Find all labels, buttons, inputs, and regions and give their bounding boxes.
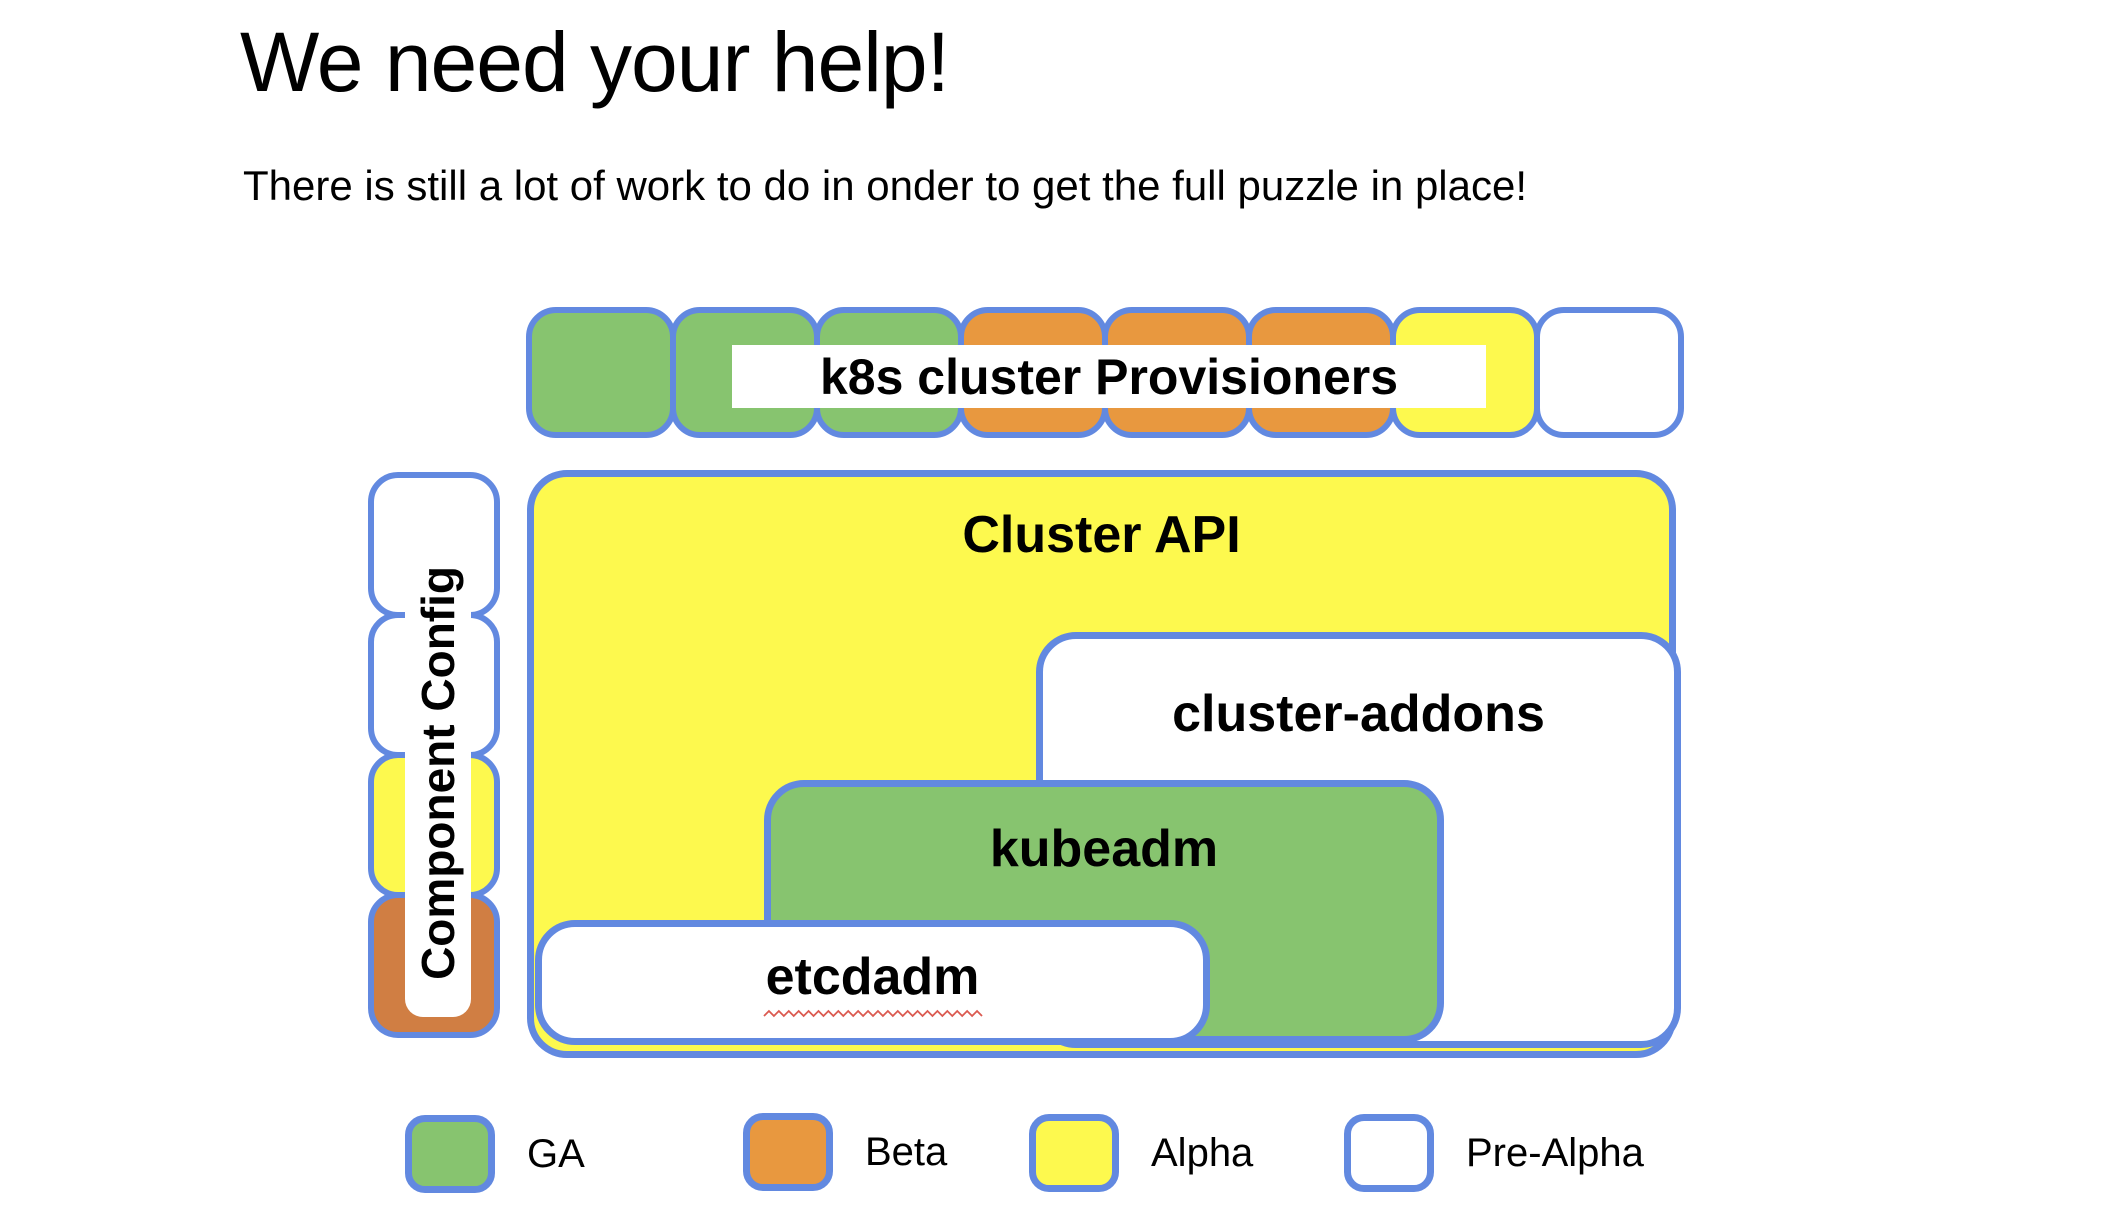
ga-swatch xyxy=(405,1115,495,1193)
component-config-label-box: Component Config xyxy=(405,528,471,1017)
slide-title: We need your help! xyxy=(240,15,950,109)
spellcheck-squiggle xyxy=(762,1009,983,1018)
pre-alpha-swatch xyxy=(1344,1114,1434,1192)
legend-item-beta: Beta xyxy=(743,1113,947,1191)
alpha-swatch xyxy=(1029,1114,1119,1192)
legend-item-pre-alpha: Pre-Alpha xyxy=(1344,1114,1644,1192)
puzzle-piece-ga xyxy=(526,307,676,438)
puzzle-piece-pre_alpha xyxy=(1534,307,1684,438)
provisioners-label: k8s cluster Provisioners xyxy=(819,348,1399,405)
pre-alpha-label: Pre-Alpha xyxy=(1466,1130,1644,1175)
slide-subtitle: There is still a lot of work to do in on… xyxy=(243,162,1528,209)
cluster-addons-label: cluster-addons xyxy=(1172,685,1545,743)
alpha-label: Alpha xyxy=(1151,1130,1254,1175)
ga-label: GA xyxy=(527,1131,585,1176)
legend-item-alpha: Alpha xyxy=(1029,1114,1253,1192)
etcdadm-label: etcdadm xyxy=(765,948,980,1006)
provisioners-label-band: k8s cluster Provisioners xyxy=(732,345,1486,408)
legend-item-ga: GA xyxy=(405,1115,585,1193)
beta-swatch xyxy=(743,1113,833,1191)
cluster-api-label: Cluster API xyxy=(962,506,1241,564)
kubeadm-label: kubeadm xyxy=(989,820,1219,878)
component-config-label: Component Config xyxy=(412,565,464,980)
beta-label: Beta xyxy=(865,1129,948,1174)
etcdadm-box: etcdadm xyxy=(535,920,1210,1045)
